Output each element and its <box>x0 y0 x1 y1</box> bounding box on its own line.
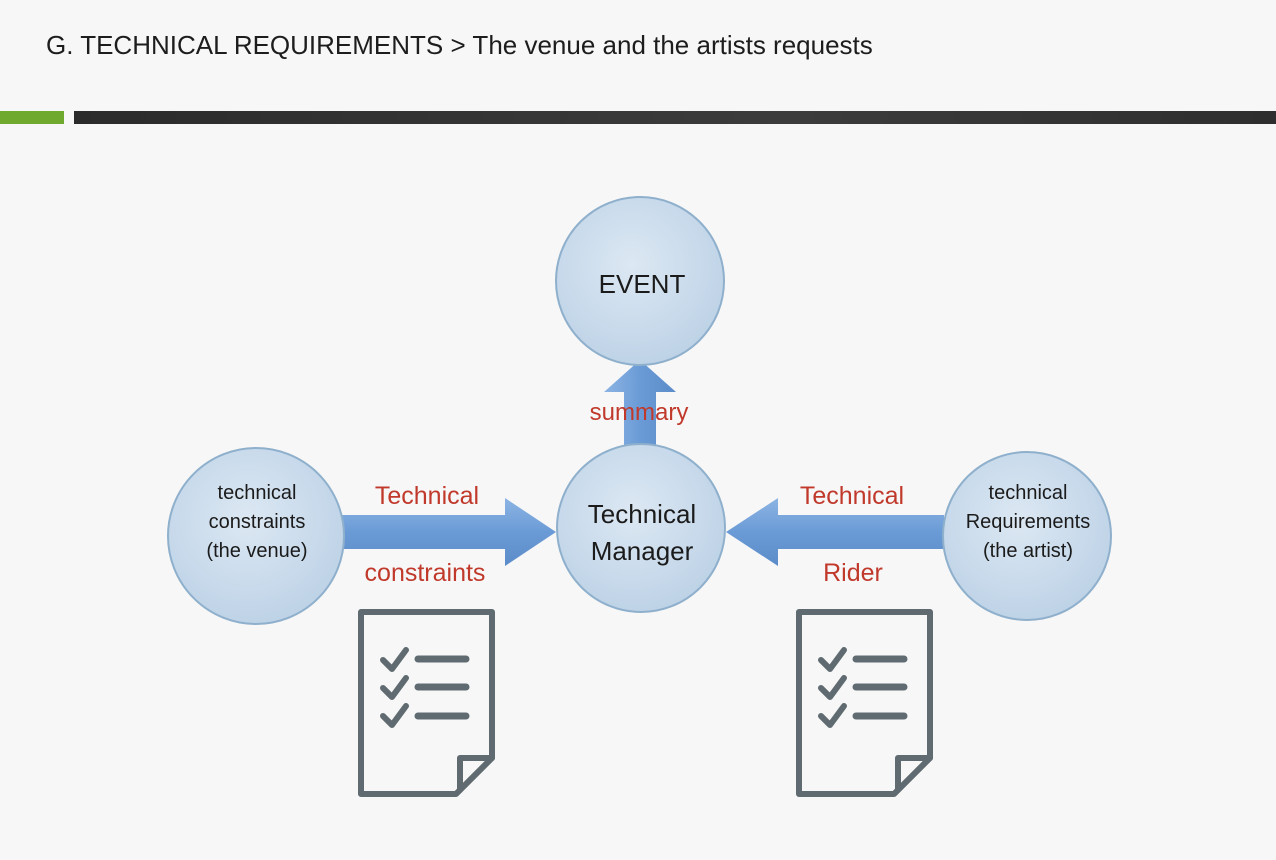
venue-node: technical constraints (the venue) <box>167 447 345 625</box>
venue-node-label-line1: technical <box>218 482 297 504</box>
summary-label: summary <box>590 399 689 426</box>
accent-bar <box>0 111 64 124</box>
checklist-document-icon <box>358 609 495 797</box>
constraints-label-top: Technical <box>375 482 479 510</box>
artist-node: technical Requirements (the artist) <box>942 451 1112 621</box>
artist-node-label-line1: technical <box>989 482 1068 504</box>
event-node: EVENT <box>555 196 725 366</box>
constraints-arrow <box>340 498 556 566</box>
manager-node-label-line2: Manager <box>591 536 694 566</box>
venue-node-label-line2: constraints <box>209 511 306 533</box>
page-title: G. TECHNICAL REQUIREMENTS > The venue an… <box>46 30 873 60</box>
manager-node: Technical Manager <box>556 443 726 613</box>
manager-node-label-line1: Technical <box>588 499 696 529</box>
constraints-label-bottom: constraints <box>365 559 486 587</box>
artist-node-label-line3: (the artist) <box>983 540 1073 562</box>
rider-label-bottom: Rider <box>823 559 883 587</box>
title-divider-bar <box>74 111 1276 124</box>
rider-arrow <box>726 498 944 566</box>
summary-arrow <box>604 360 676 452</box>
event-node-label: EVENT <box>599 269 686 299</box>
artist-node-label-line2: Requirements <box>966 511 1091 533</box>
rider-label-top: Technical <box>800 482 904 510</box>
checklist-document-icon <box>796 609 933 797</box>
venue-node-label-line3: (the venue) <box>206 540 307 562</box>
